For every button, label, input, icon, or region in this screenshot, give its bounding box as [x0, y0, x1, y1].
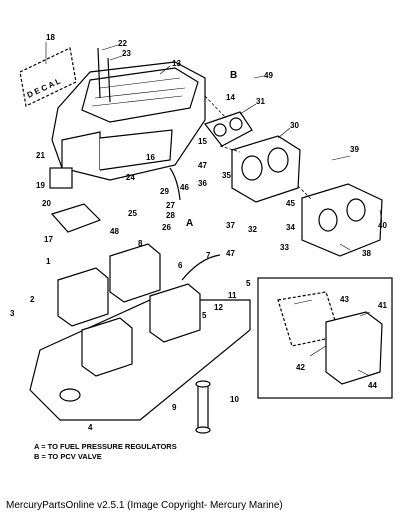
callout-26: 26 [162, 223, 171, 232]
callout-30: 30 [290, 121, 299, 130]
callout-48: 48 [110, 227, 119, 236]
callout-39: 39 [350, 145, 359, 154]
callout-47-mid: 47 [226, 249, 235, 258]
callout-9: 9 [172, 403, 177, 412]
throttle-gasket [204, 111, 253, 147]
callout-43: 43 [340, 295, 349, 304]
callout-45: 45 [286, 199, 295, 208]
throttle-body [231, 135, 301, 203]
callout-31: 31 [256, 97, 265, 106]
callout-36: 36 [198, 179, 207, 188]
callout-10: 10 [230, 395, 239, 404]
copyright-footer: MercuryPartsOnline v2.5.1 (Image Copyrig… [6, 500, 283, 511]
callout-18: 18 [46, 33, 55, 42]
gasket-17 [50, 203, 102, 233]
callout-22: 22 [118, 39, 127, 48]
callout-5-right: 5 [246, 279, 251, 288]
exploded-parts-diagram: D E C A L [10, 33, 393, 434]
callout-27: 27 [166, 201, 175, 210]
callout-25: 25 [128, 209, 137, 218]
callout-8: 8 [138, 239, 143, 248]
callout-28: 28 [166, 211, 175, 220]
inset-box [257, 277, 393, 399]
callout-12: 12 [214, 303, 223, 312]
callout-16: 16 [146, 153, 155, 162]
legend-a: A = TO FUEL PRESSURE REGULATORS [34, 442, 177, 451]
callout-3: 3 [10, 309, 15, 318]
callout-47-top: 47 [198, 161, 207, 170]
callout-29: 29 [160, 187, 169, 196]
callout-34: 34 [286, 223, 295, 232]
fuel-injector [195, 380, 211, 434]
callout-24: 24 [126, 173, 135, 182]
callout-23: 23 [122, 49, 131, 58]
plenum-cover [51, 61, 206, 181]
letter-b-top: B [230, 70, 237, 81]
callout-37: 37 [226, 221, 235, 230]
hose-46 [169, 167, 181, 201]
callout-11: 11 [228, 291, 237, 300]
callout-40: 40 [378, 221, 387, 230]
callout-7: 7 [206, 251, 211, 260]
legend-b: B = TO PCV VALVE [34, 452, 102, 461]
callout-19: 19 [36, 181, 45, 190]
callout-42: 42 [296, 363, 305, 372]
callout-20: 20 [42, 199, 51, 208]
callout-14: 14 [226, 93, 235, 102]
letter-a-mid: A [186, 218, 193, 229]
callout-38: 38 [362, 249, 371, 258]
sensor-19 [49, 167, 73, 189]
callout-1: 1 [46, 257, 51, 266]
callout-5-left: 5 [202, 311, 207, 320]
callout-46: 46 [180, 183, 189, 192]
callout-32: 32 [248, 225, 257, 234]
callout-33: 33 [280, 243, 289, 252]
callout-35: 35 [222, 171, 231, 180]
callout-2: 2 [30, 295, 35, 304]
callout-6: 6 [178, 261, 183, 270]
callout-13: 13 [172, 59, 181, 68]
callout-4: 4 [88, 423, 93, 432]
stud-23 [107, 57, 111, 103]
flame-arrestor [301, 183, 383, 257]
stud-22 [97, 47, 101, 99]
callout-41: 41 [378, 301, 387, 310]
callout-15: 15 [198, 137, 207, 146]
hose-47 [181, 254, 221, 281]
callout-49: 49 [264, 71, 273, 80]
callout-44: 44 [368, 381, 377, 390]
intake-manifold [29, 243, 251, 421]
callout-17: 17 [44, 235, 53, 244]
callout-21: 21 [36, 151, 45, 160]
